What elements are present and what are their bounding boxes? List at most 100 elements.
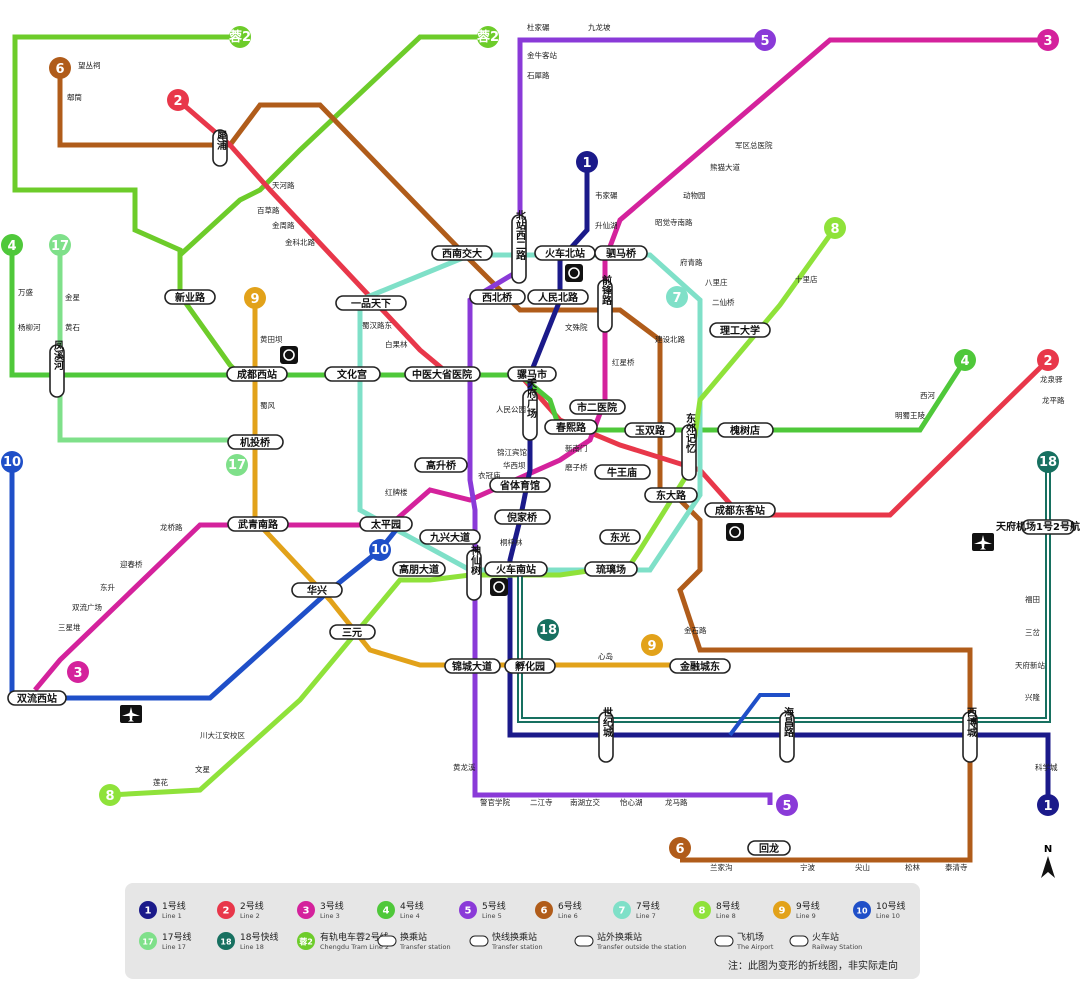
station-taipingyuan[interactable]: 太平园 bbox=[359, 516, 413, 532]
station-jiuxingdadao[interactable]: 九兴大道 bbox=[419, 529, 481, 545]
station-dongguang[interactable]: 东光 bbox=[599, 529, 641, 545]
station-label: 金周路 bbox=[272, 220, 295, 230]
station-tianfujichang[interactable]: 天府机场1号2号航站楼 bbox=[996, 519, 1080, 535]
station-label: 黄石 bbox=[65, 322, 80, 332]
station-dongdalu[interactable]: 东大路 bbox=[644, 487, 698, 503]
badge-line1-bottom: 1 bbox=[1037, 794, 1059, 816]
line8 bbox=[109, 226, 838, 798]
legend-symbol bbox=[789, 935, 809, 947]
station-label: 建设北路 bbox=[655, 334, 685, 344]
badge-line4-right: 4 bbox=[954, 349, 976, 371]
station-huilong[interactable]: 回龙 bbox=[747, 840, 791, 856]
svg-text:回龙: 回龙 bbox=[759, 842, 779, 855]
station-label: 升仙湖 bbox=[595, 220, 618, 230]
station-chengduxizhan[interactable]: 成都西站 bbox=[226, 366, 288, 382]
svg-text:倪家桥: 倪家桥 bbox=[507, 511, 538, 524]
legend-badge bbox=[773, 901, 791, 919]
legend-badge-text: 蓉2 bbox=[299, 937, 313, 947]
legend-badge bbox=[535, 901, 553, 919]
station-label: 蜀汉路东 bbox=[362, 320, 392, 330]
station-renminbeilu[interactable]: 人民北路 bbox=[527, 289, 589, 305]
station-tianfuguangchang[interactable]: 天府广场 bbox=[522, 378, 538, 441]
station-label: 心岛 bbox=[598, 651, 613, 661]
svg-text:机投桥: 机投桥 bbox=[240, 436, 271, 449]
station-fuhuayuan[interactable]: 孵化园 bbox=[504, 658, 556, 674]
station-sanyuan[interactable]: 三元 bbox=[329, 624, 376, 640]
station-xibodcheng[interactable]: 西博城 bbox=[962, 707, 978, 763]
badge-line10-mid: 10 bbox=[369, 539, 391, 561]
svg-text:海昌路: 海昌路 bbox=[782, 706, 794, 738]
station-yipintianxia[interactable]: 一品天下 bbox=[335, 295, 407, 311]
legend-badge bbox=[139, 901, 157, 919]
station-chunxilu[interactable]: 春熙路 bbox=[544, 419, 598, 435]
station-xinanjiaoda[interactable]: 西南交大 bbox=[431, 245, 493, 261]
svg-text:18: 18 bbox=[1039, 455, 1057, 470]
station-label: 东升 bbox=[100, 582, 115, 592]
station-jinrongcheng[interactable]: 金融城东 bbox=[669, 658, 731, 674]
station-label: 磨子桥 bbox=[565, 462, 588, 472]
badge-line17-mid: 17 bbox=[226, 454, 248, 476]
station-beizhanxilu[interactable]: 北站西二路 bbox=[511, 209, 527, 284]
badge-line7: 7 bbox=[666, 286, 688, 308]
station-fenxihe[interactable]: 凤溪河 bbox=[49, 340, 65, 398]
station-xibeiqiao[interactable]: 西北桥 bbox=[469, 289, 526, 305]
station-gaopengdadao[interactable]: 高朋大道 bbox=[392, 561, 446, 577]
svg-text:骡马市: 骡马市 bbox=[517, 368, 547, 381]
station-shengtiyuguan[interactable]: 省体育馆 bbox=[489, 477, 551, 493]
station-shuangliuxizhan[interactable]: 双流西站 bbox=[7, 690, 67, 706]
svg-text:新业路: 新业路 bbox=[175, 291, 206, 304]
svg-text:5: 5 bbox=[782, 799, 791, 814]
station-dongguan[interactable]: 东郊记忆 bbox=[681, 412, 697, 481]
station-wuqingnanlu[interactable]: 武青南路 bbox=[227, 516, 289, 532]
legend-sublabel: Chengdu Tram Line 2 bbox=[320, 943, 389, 951]
station-jitouqiao[interactable]: 机投桥 bbox=[227, 434, 284, 450]
legend-sublabel: Line 7 bbox=[636, 912, 656, 920]
svg-text:天府广场: 天府广场 bbox=[525, 378, 537, 419]
railway-station-icon bbox=[565, 264, 583, 282]
station-liulichang[interactable]: 琉璃场 bbox=[584, 561, 638, 577]
legend-label: 飞机场 bbox=[737, 931, 764, 943]
legend-sublabel: Line 10 bbox=[876, 912, 900, 920]
station-ligongdaxue[interactable]: 理工大学 bbox=[709, 322, 771, 338]
station-label: 郫筒 bbox=[67, 92, 82, 102]
station-lumashi[interactable]: 骡马市 bbox=[507, 366, 557, 382]
legend-label: 1号线 bbox=[162, 900, 186, 912]
legend-symbol bbox=[714, 935, 734, 947]
station-haichangdao[interactable]: 海昌路 bbox=[779, 706, 795, 763]
station-shenxianshu[interactable]: 神仙树 bbox=[466, 544, 482, 601]
station-chengdudongkezhan[interactable]: 成都东客站 bbox=[704, 502, 776, 518]
line1-branch bbox=[728, 693, 790, 737]
station-niuwangmiao[interactable]: 牛王庙 bbox=[594, 464, 651, 480]
station-huaishudian[interactable]: 槐树店 bbox=[717, 422, 774, 438]
station-nijiaqiao[interactable]: 倪家桥 bbox=[494, 509, 551, 525]
station-label: 红牌楼 bbox=[385, 487, 408, 497]
legend-badge-text: 7 bbox=[619, 906, 626, 917]
station-shijicheng[interactable]: 世纪城 bbox=[598, 706, 614, 763]
legend-sublabel: Line 8 bbox=[716, 912, 736, 920]
station-jinchengdadao[interactable]: 锦城大道 bbox=[444, 658, 501, 674]
station-xinyelu[interactable]: 新业路 bbox=[164, 289, 216, 305]
station-huochebeizhan[interactable]: 火车北站 bbox=[534, 245, 596, 261]
svg-text:17: 17 bbox=[228, 458, 246, 473]
svg-text:成都东客站: 成都东客站 bbox=[715, 504, 765, 517]
line4 bbox=[9, 245, 968, 433]
legend-sublabel: Line 9 bbox=[796, 912, 816, 920]
badge-line6-bottom: 6 bbox=[669, 837, 691, 859]
station-qianfenglu[interactable]: 前锋路 bbox=[597, 274, 613, 333]
station-shierhospital[interactable]: 市二医院 bbox=[569, 399, 626, 415]
badge-tram2-left: 蓉2 bbox=[229, 26, 251, 48]
station-huaxing[interactable]: 华兴 bbox=[291, 582, 343, 598]
station-yushuanglu[interactable]: 玉双路 bbox=[624, 422, 676, 438]
station-label: 龙泉驿 bbox=[1040, 374, 1063, 384]
station-xipu[interactable]: 犀浦 bbox=[212, 129, 228, 167]
station-wenhuagong[interactable]: 文化宫 bbox=[324, 366, 381, 382]
station-label: 金科北路 bbox=[285, 237, 315, 247]
station-gaoshengqiao[interactable]: 高升桥 bbox=[414, 457, 468, 473]
station-shengxian[interactable]: 驷马桥 bbox=[594, 245, 648, 261]
station-huochenanzhan[interactable]: 火车南站 bbox=[484, 561, 548, 577]
station-zhongyidayiyuan[interactable]: 中医大省医院 bbox=[404, 366, 481, 382]
